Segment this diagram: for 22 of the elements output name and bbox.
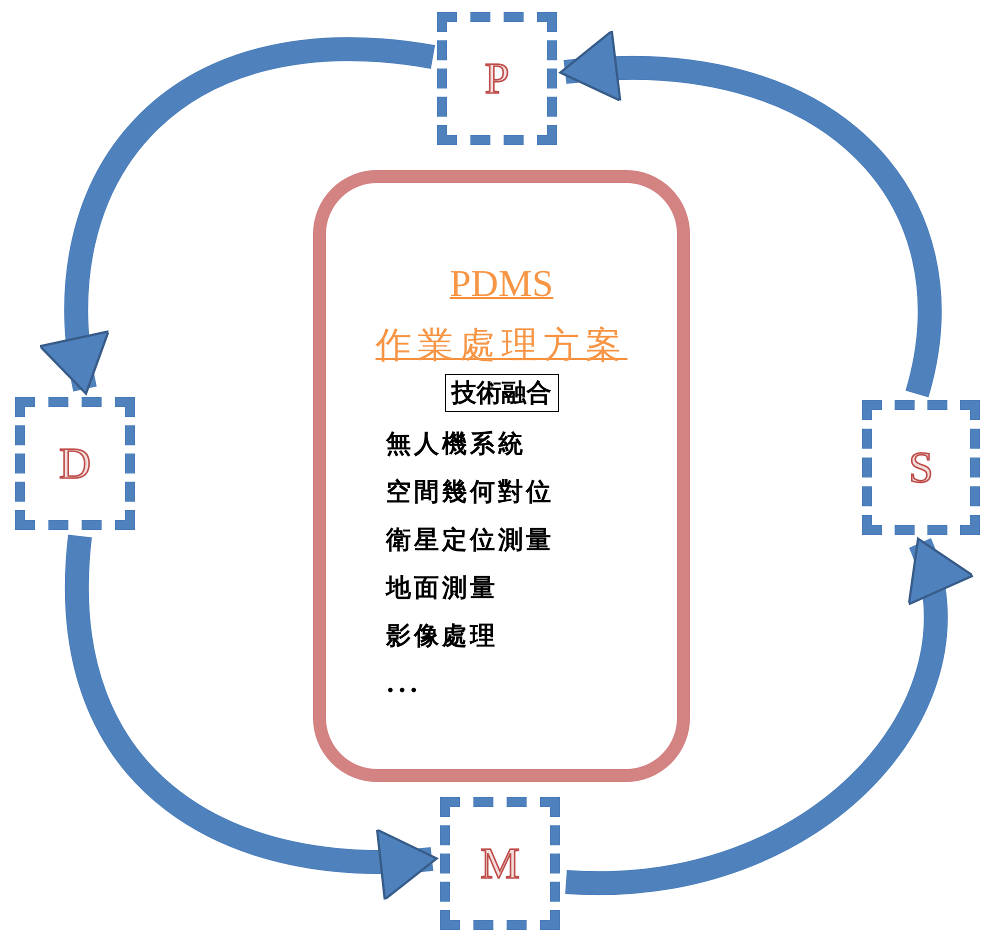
list-item: 空間幾何對位 bbox=[386, 476, 554, 508]
list-item: 地面測量 bbox=[386, 572, 498, 604]
curved-arrow bbox=[42, 38, 434, 395]
curved-arrow bbox=[65, 535, 438, 898]
dashed-box bbox=[15, 397, 135, 530]
tag-text: 技術融合 bbox=[452, 376, 552, 408]
dashed-box bbox=[440, 797, 560, 930]
heading: 作業處理方案 bbox=[376, 324, 628, 366]
list-item: 影像處理 bbox=[386, 620, 498, 652]
dashed-box bbox=[437, 12, 557, 145]
curved-arrow bbox=[559, 32, 942, 397]
rounded-panel bbox=[313, 170, 690, 782]
heading: PDMS bbox=[450, 262, 554, 307]
list-item: 衛星定位測量 bbox=[386, 524, 554, 556]
tag-box bbox=[444, 374, 558, 412]
stage-letter: D bbox=[59, 438, 91, 489]
stage-letter: M bbox=[480, 838, 520, 889]
list-item: ... bbox=[386, 668, 422, 700]
list-item: 無人機系統 bbox=[386, 428, 526, 460]
stage-letter: S bbox=[908, 442, 934, 493]
stage-letter: P bbox=[484, 53, 510, 104]
dashed-box bbox=[862, 400, 980, 535]
